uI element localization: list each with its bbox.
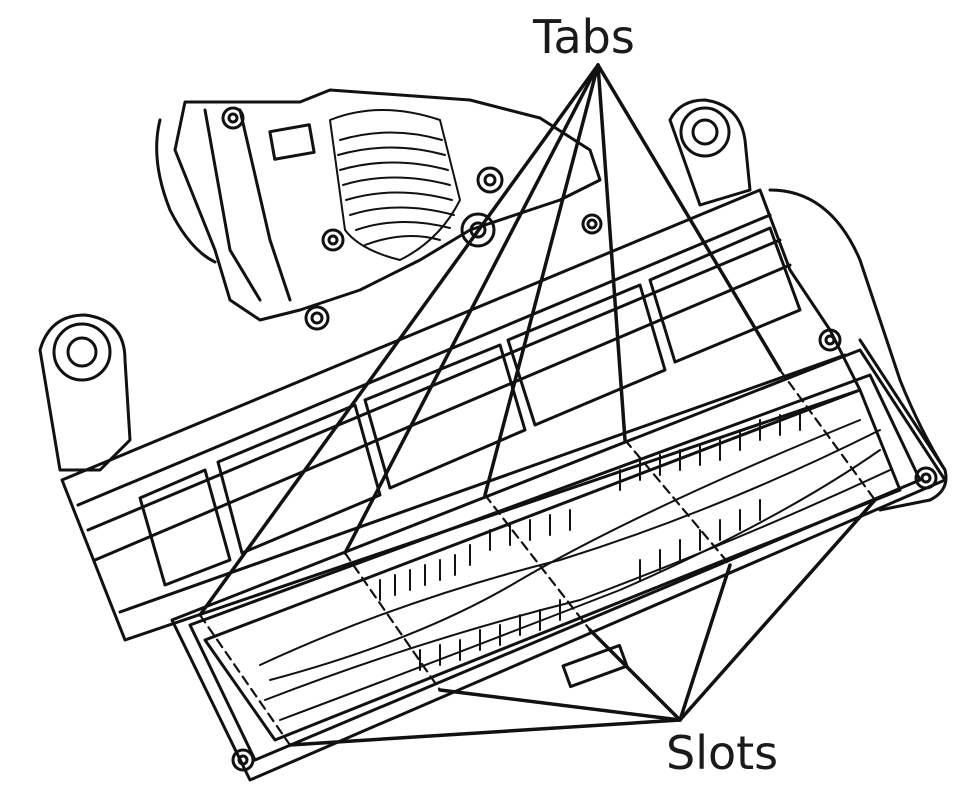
neck-housing xyxy=(155,88,602,322)
hose-bellows xyxy=(329,109,461,261)
brush-roll xyxy=(259,409,891,721)
window-panels xyxy=(138,226,802,587)
tab-slot-dashed-lines xyxy=(198,368,877,747)
slots-label: Slots xyxy=(666,726,779,780)
bottom-foot xyxy=(561,643,629,689)
wheel-mount-right xyxy=(668,98,752,207)
brushroll-housing xyxy=(170,348,947,782)
tabs-leader-lines xyxy=(198,63,782,617)
side-housing-right xyxy=(768,188,948,512)
wheel-mount-left xyxy=(38,313,132,472)
tabs-label: Tabs xyxy=(533,10,635,64)
slots-leader-lines xyxy=(288,498,877,747)
nozzle-frame xyxy=(60,188,862,642)
screw-icons xyxy=(221,106,938,772)
